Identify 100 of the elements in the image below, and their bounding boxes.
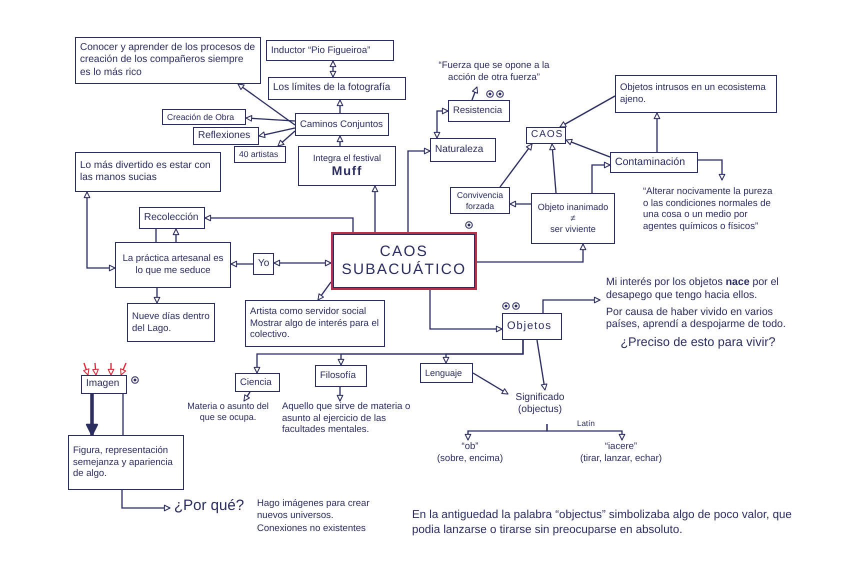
concept-box: [298, 146, 396, 186]
note-text: Hago imágenes para crear nuevos universos. Conexiones no existentes: [257, 498, 370, 536]
note-text: “Fuerza que se opone a la acción de otra fuerza”: [424, 60, 564, 87]
concept-label: Yo: [258, 258, 270, 270]
concept-label: Convivencia forzada: [456, 190, 504, 211]
arrow: [429, 290, 502, 332]
note-text: “Alterar nocivamente la pureza o las condiciones normales de una cosa o un medio por agentes químicos o físicos”: [643, 180, 778, 250]
concept-box: [266, 40, 394, 61]
concept-box: [610, 152, 698, 173]
concept-box: [115, 242, 231, 288]
arrow: [154, 288, 160, 304]
arrow: [121, 490, 170, 512]
concept-box: [450, 187, 510, 214]
arrow: [278, 130, 296, 146]
edge-label: Latín: [576, 420, 596, 428]
note-text: Mi interés por los objetos nace por el desapego que tengo hacia ellos.: [606, 276, 780, 302]
concept-box: [295, 113, 389, 136]
note-text: “iacere”: [604, 441, 638, 453]
arrow: [84, 192, 116, 272]
concept-box: [420, 363, 473, 383]
note-text: En la antiguedad la palabra “objectus” simbolizaba algo de poco valor, que podia lanzarse o tirarse sin preocuparse en absoluto.: [412, 508, 793, 538]
arrow: [258, 127, 296, 138]
concept-label: Conocer y aprender de los procesos de creación de los compañeros siempre es lo más rico: [80, 42, 256, 79]
concept-label: Imagen: [86, 378, 120, 391]
title-text: CAOS SUBACUÁTICO: [340, 242, 468, 280]
concept-label: Ciencia: [240, 376, 272, 388]
concept-label: CAOS: [531, 129, 564, 142]
concept-label: ≠: [570, 213, 576, 224]
note-text: (sobre, encima): [436, 452, 504, 464]
arrow: [243, 392, 251, 402]
concept-box: [68, 435, 184, 490]
arrow: [477, 244, 586, 263]
concept-label: La práctica artesanal es lo que me seduce: [122, 253, 224, 277]
note-text: Por causa de haber vivido en varios países, aprendí a despojarme de todo.: [606, 306, 787, 332]
arrow: [246, 115, 296, 122]
concept-label: Figura, representación semejanza y apariencia de algo.: [73, 445, 174, 480]
arrow: [549, 144, 557, 194]
concept-box: [253, 253, 274, 275]
concept-label: Objetos intrusos en un ecosistema ajeno.: [620, 82, 767, 106]
arrow: [472, 372, 508, 395]
concept-label: 40 artistas: [239, 149, 278, 160]
arrow: [204, 214, 354, 232]
concept-box: [81, 375, 127, 394]
concept-box: [615, 75, 777, 113]
concept-label: ser viviente: [550, 224, 596, 235]
note-text: ¿Preciso de esto para vivir?: [620, 335, 776, 350]
note-text: Significado: [514, 392, 566, 404]
arrow: [407, 148, 430, 232]
arrow: [336, 136, 344, 146]
concept-label: Filosofía: [320, 370, 356, 382]
arrow: [254, 340, 524, 374]
arrow: [566, 138, 610, 158]
arrow: [92, 362, 99, 376]
arrow: [560, 95, 616, 128]
arrow: [434, 108, 448, 138]
concept-box: [502, 313, 562, 340]
arrow: [654, 112, 660, 152]
note-text: “ob”: [460, 441, 480, 453]
concept-label: Reflexiones: [198, 130, 250, 142]
concept-label: Resistencia: [453, 105, 502, 117]
concept-label: Inductor “Pio Figueiroa”: [271, 44, 370, 56]
concept-label: Artista como servidor social Mostrar algo de interés para el colectivo.: [250, 306, 380, 341]
concept-box: [448, 100, 510, 122]
arrow: [336, 100, 344, 113]
note-text: (tirar, lanzar, echar): [579, 452, 663, 464]
concept-box: [127, 303, 215, 342]
note-text: (objectus): [517, 404, 563, 416]
arrow: [230, 260, 253, 268]
arrow: [330, 60, 336, 78]
concept-box: [245, 300, 385, 347]
arrow: [372, 186, 378, 232]
arrow: [510, 200, 531, 208]
concept-box: [234, 146, 286, 163]
concept-box: [162, 109, 246, 125]
arrow: [108, 363, 114, 376]
concept-label: Lo más divertido es estar con las manos sucias: [80, 160, 212, 184]
concept-label: Naturaleza: [435, 144, 484, 156]
concept-label: Objeto inanimado: [538, 202, 608, 214]
arrow: [317, 282, 332, 300]
arrow: [546, 424, 626, 440]
arrow: [698, 159, 726, 180]
arrow: [591, 162, 610, 193]
concept-box: [139, 207, 205, 229]
connector-line: [155, 229, 157, 242]
note-text: Aquello que sirve de materia o asunto al ejercicio de las facultades mentales.: [282, 401, 412, 443]
concept-box: [430, 138, 496, 162]
concept-label: Los límites de la fotografía: [273, 82, 390, 95]
concept-label: Recolección: [144, 212, 198, 224]
arrow: [86, 394, 98, 436]
concept-label: Contaminación: [615, 156, 686, 169]
arrow: [536, 340, 548, 390]
arrow: [172, 228, 180, 242]
arrow: [471, 86, 478, 100]
concept-box: [526, 127, 566, 144]
arrow: [274, 260, 332, 266]
note-text: ¿Por qué?: [170, 497, 252, 519]
concept-box: [75, 152, 221, 192]
title-box: [331, 232, 477, 290]
arrow: [336, 387, 344, 402]
concept-box: [235, 373, 280, 392]
